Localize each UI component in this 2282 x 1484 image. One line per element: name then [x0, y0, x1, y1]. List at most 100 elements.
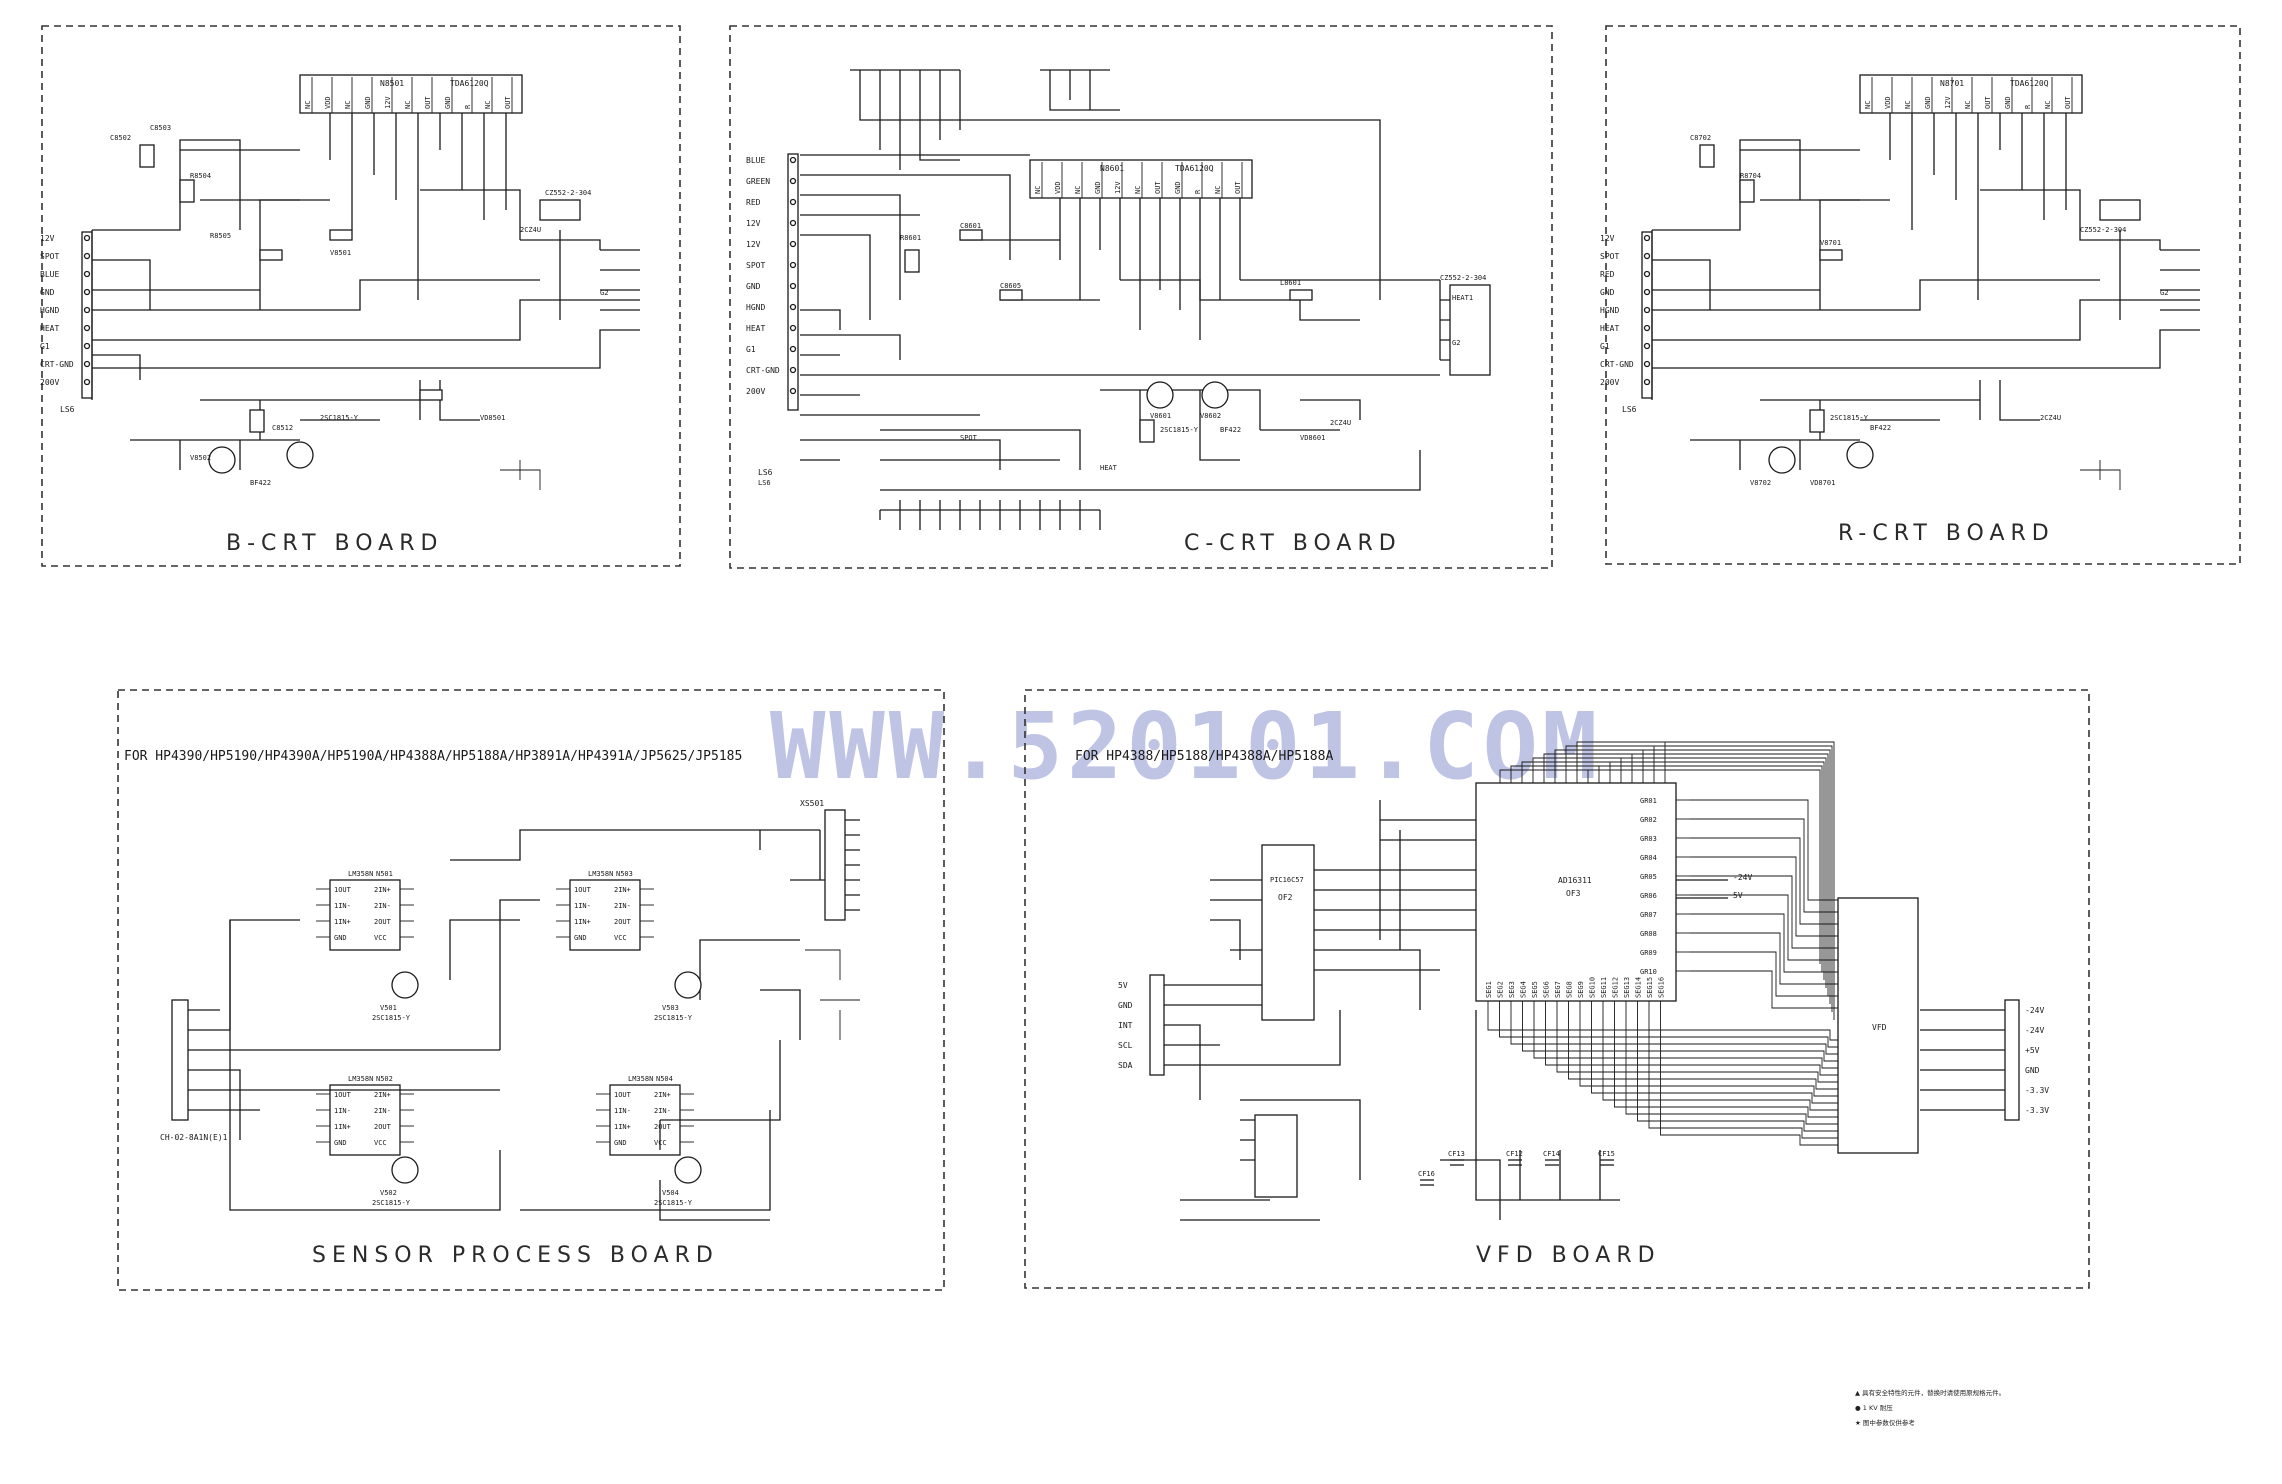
- part-label: 2CZ4U: [1330, 419, 1351, 427]
- notes-block: ▲ 具有安全特性的元件，替换时请使用原规格元件。 ● 1 KV 耐压 ★ 图中参…: [1855, 1388, 2005, 1427]
- op-amp-pin: 2IN+: [654, 1091, 671, 1099]
- op-amp-ref: N503: [616, 870, 633, 878]
- cap-ref: CF14: [1543, 1150, 1560, 1158]
- part-label: L8601: [1280, 279, 1301, 287]
- connector-pin-label: 12V: [746, 219, 761, 228]
- connector-pin: [1643, 288, 1651, 296]
- c-crt-input-connector: BLUEGREENRED12V12VSPOTGNDHGNDHEATG1CRT-G…: [746, 153, 799, 411]
- sensor-input-connector: [171, 999, 189, 1121]
- connector-pin-label: HGND: [40, 306, 59, 315]
- c-crt-resistor-1: [904, 249, 920, 273]
- sensor-input-connector-ref: CH-02-8A1N(E)1: [160, 1133, 228, 1142]
- sensor-output-connector: [824, 809, 846, 921]
- ic-pin-label: NC: [304, 101, 312, 109]
- op-amp-pin: 1OUT: [574, 886, 592, 894]
- op-amp-part: LM358N: [628, 1075, 653, 1083]
- transistor-ref: V503: [662, 1004, 679, 1012]
- panel-c-crt-frame: [729, 25, 1553, 569]
- sensor-transistor-v502: [391, 1156, 419, 1184]
- vfd-power-neg24: -24V: [1733, 873, 1752, 882]
- ic-pin-label: R: [1194, 189, 1202, 194]
- op-amp-pin: 2IN-: [374, 1107, 391, 1115]
- part-label: V8501: [330, 249, 351, 257]
- ic-pin-label: R: [464, 104, 472, 109]
- cap-ref: CF13: [1448, 1150, 1465, 1158]
- op-amp-pin: 1IN+: [614, 1123, 631, 1131]
- seg-pin-label: SEG3: [1508, 981, 1516, 998]
- part-label: R8601: [900, 234, 921, 242]
- ic-pin-label: NC: [1074, 186, 1082, 194]
- op-amp-pin: 2OUT: [654, 1123, 672, 1131]
- connector-pin-label: SPOT: [40, 252, 59, 261]
- vfd-regulator-ic: [1254, 1114, 1298, 1198]
- ic-pin-label: NC: [1034, 186, 1042, 194]
- op-amp-pin: GND: [614, 1139, 627, 1147]
- ic-pin-label: GND: [2004, 96, 2012, 109]
- op-amp-pin: 1IN-: [574, 902, 591, 910]
- c-crt-resistor-4: [1289, 289, 1313, 301]
- seg-pin-label: SEG6: [1543, 981, 1551, 998]
- b-crt-resistor-6: [419, 389, 443, 401]
- sensor-output-connector-ref: XS501: [800, 799, 824, 808]
- seg-pin-label: SEG13: [1623, 977, 1631, 998]
- grid-pin-label: GR03: [1640, 835, 1657, 843]
- op-amp-pin: 2OUT: [614, 918, 632, 926]
- left-conn-pin-label: GND: [1118, 1001, 1133, 1010]
- ic-pin-label: OUT: [1234, 181, 1242, 194]
- left-conn-pin-label: SDA: [1118, 1061, 1133, 1070]
- c-crt-socket: [1449, 284, 1491, 376]
- part-label: BF422: [1870, 424, 1891, 432]
- transistor-ref: V502: [380, 1189, 397, 1197]
- ic-pin-label: GND: [444, 96, 452, 109]
- op-amp-pin: 2IN-: [654, 1107, 671, 1115]
- connector-pin-label: RED: [1600, 270, 1615, 279]
- op-amp-pin: 1OUT: [614, 1091, 632, 1099]
- op-amp-pin: 2IN+: [614, 886, 631, 894]
- op-amp-pin: 1IN-: [614, 1107, 631, 1115]
- ic-pin-label: NC: [1864, 101, 1872, 109]
- cap-ref: CF16: [1418, 1170, 1435, 1178]
- op-amp-pin: GND: [574, 934, 587, 942]
- ic-pin-label: OUT: [424, 96, 432, 109]
- b-crt-transistor-2: [286, 441, 314, 469]
- panel-sensor-process: FOR HP4390/HP5190/HP4390A/HP5190A/HP4388…: [117, 689, 945, 1291]
- connector-pin-label: G1: [40, 342, 50, 351]
- seg-pin-label: SEG7: [1554, 981, 1562, 998]
- part-label: VD8601: [1300, 434, 1325, 442]
- part-label: G2: [1452, 339, 1460, 347]
- c-crt-resistor-5: [1139, 419, 1155, 443]
- op-amp-pin: 2OUT: [374, 918, 392, 926]
- vfd-mcu-part: PIC16C57: [1270, 876, 1304, 884]
- part-label: BF422: [250, 479, 271, 487]
- part-label: SPOT: [960, 434, 978, 442]
- connector-pin-label: 12V: [746, 240, 761, 249]
- ic-pin-label: VDD: [1054, 181, 1062, 194]
- op-amp-ref: N502: [376, 1075, 393, 1083]
- watermark: WWW.520101.COM: [770, 693, 1601, 800]
- r-crt-socket: [2099, 199, 2141, 221]
- seg-pin-label: SEG14: [1635, 977, 1643, 998]
- r-crt-transistor-2: [1846, 441, 1874, 469]
- ic-pin-label: GND: [1174, 181, 1182, 194]
- grid-pin-label: GR09: [1640, 949, 1657, 957]
- ic-pin-label: NC: [1134, 186, 1142, 194]
- part-label: BF422: [1220, 426, 1241, 434]
- connector-pin: [789, 303, 797, 311]
- part-label: G2: [2160, 289, 2168, 297]
- vfd-model-list: FOR HP4388/HP5188/HP4388A/HP5188A: [1075, 749, 1333, 764]
- part-label: V8701: [1820, 239, 1841, 247]
- b-crt-resistor-4: [329, 229, 353, 241]
- part-label: V8702: [1750, 479, 1771, 487]
- connector-pin: [789, 366, 797, 374]
- part-label: V8602: [1200, 412, 1221, 420]
- connector-pin: [83, 270, 91, 278]
- grid-pin-label: GR08: [1640, 930, 1657, 938]
- b-crt-ic: [299, 74, 523, 114]
- vfd-right-connector: [2004, 999, 2020, 1121]
- part-label: VD8701: [1810, 479, 1835, 487]
